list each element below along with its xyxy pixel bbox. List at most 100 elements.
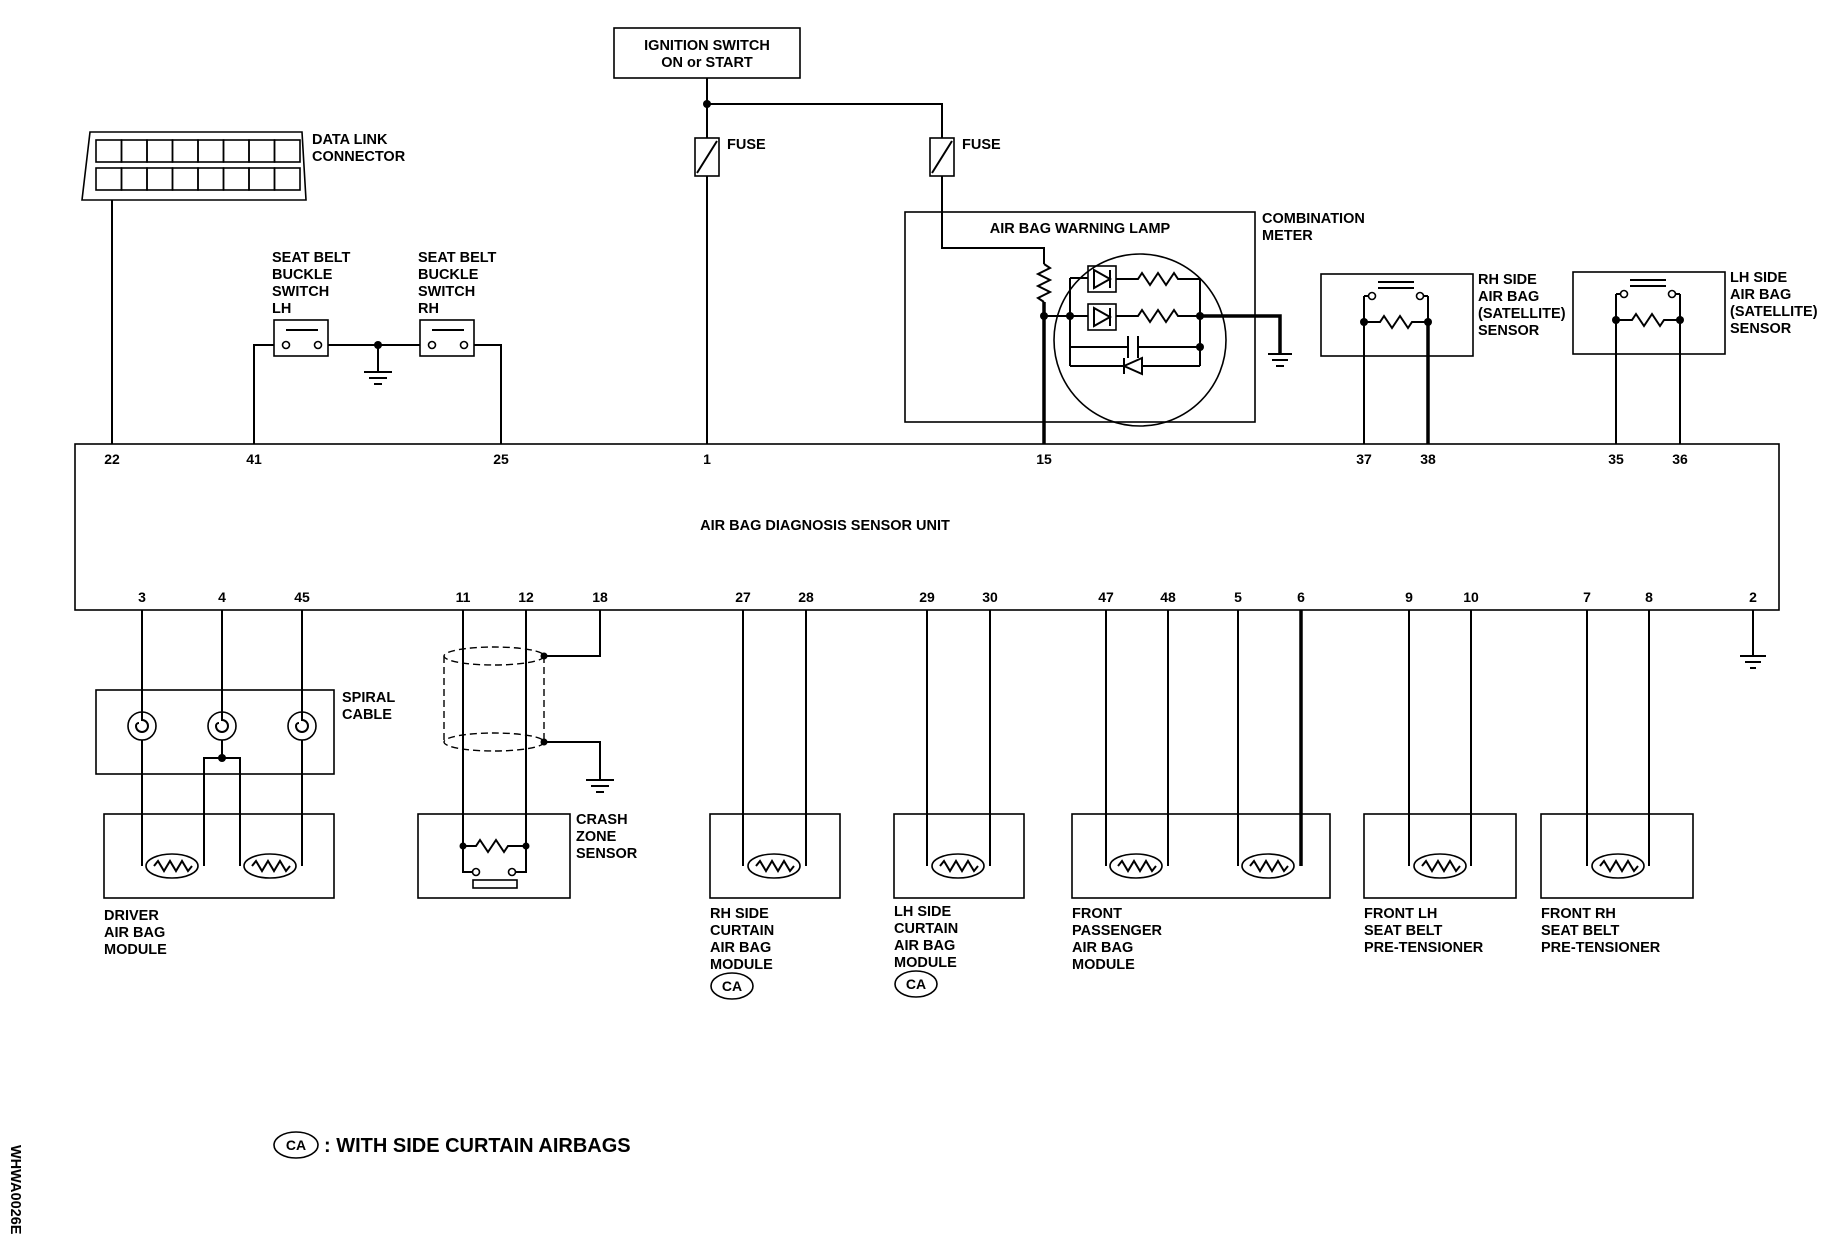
pin-bottom: 9 (1405, 589, 1413, 605)
seat-belt-switch-lh: SEAT BELT BUCKLE SWITCH LH (272, 250, 351, 357)
pin-top: 25 (493, 451, 509, 467)
pin-bottom: 2 (1749, 589, 1757, 605)
ca-badge (894, 970, 938, 998)
passenger-label-3: AIR BAG (1072, 940, 1133, 956)
seat-belt-switch-rh-label-1: SEAT BELT (418, 250, 497, 266)
connector-cell (171, 139, 199, 163)
seat-belt-junction (374, 341, 382, 349)
spiral-output-wires (141, 740, 303, 866)
meter-junction-3 (1066, 312, 1074, 320)
lh-satellite-label-1: LH SIDE (1730, 270, 1788, 286)
combination-meter: AIR BAG WARNING LAMP COMBINATION METER (904, 211, 1365, 427)
ground-icon (1740, 610, 1766, 669)
shield-junction-2 (540, 738, 548, 746)
rh-satellite-label-2: AIR BAG (1478, 289, 1539, 305)
connector-cell (222, 139, 250, 163)
connector-cell (222, 167, 250, 191)
ca-badge-text: CA (906, 976, 926, 992)
shield-ground-wire (544, 610, 614, 793)
spiral-coil-icon (127, 711, 157, 741)
lh-side-curtain-module: LH SIDE CURTAIN AIR BAG MODULE CA (893, 813, 1025, 998)
rh-side-curtain-module: RH SIDE CURTAIN AIR BAG MODULE CA (709, 813, 841, 1000)
rh-curtain-label-2: CURTAIN (710, 923, 774, 939)
lh-pretensioner-label-2: SEAT BELT (1364, 923, 1443, 939)
pin-bottom: 12 (518, 589, 534, 605)
pin-bottom: 7 (1583, 589, 1591, 605)
lh-curtain-wires (926, 610, 991, 866)
spiral-cable-label-1: SPIRAL (342, 690, 395, 706)
fuse-right: FUSE (929, 137, 1001, 177)
ignition-switch-label-1: IGNITION SWITCH (644, 38, 770, 54)
pin-top: 37 (1356, 451, 1372, 467)
seat-belt-switch-lh-label-3: SWITCH (272, 284, 329, 300)
pin-bottom: 6 (1297, 589, 1305, 605)
seat-belt-switch-rh-label-4: RH (418, 301, 439, 317)
meter-junction-1 (1196, 312, 1204, 320)
lh-pretensioner-wires (1408, 610, 1472, 866)
meter-junction-2 (1196, 343, 1204, 351)
ignition-junction (703, 100, 711, 108)
rh-curtain-label-1: RH SIDE (710, 906, 769, 922)
lh-satellite-label-3: (SATELLITE) (1730, 304, 1818, 320)
diagnosis-sensor-unit: AIR BAG DIAGNOSIS SENSOR UNIT (74, 443, 1780, 611)
lh-pretensioner-label-1: FRONT LH (1364, 906, 1437, 922)
rh-pretensioner-label-1: FRONT RH (1541, 906, 1616, 922)
shield-junction-1 (540, 652, 548, 660)
combination-meter-label-1: COMBINATION (1262, 211, 1365, 227)
rh-pretensioner-wires (1586, 610, 1650, 866)
connector-cell (197, 139, 225, 163)
pin-bottom: 8 (1645, 589, 1653, 605)
pin-top: 38 (1420, 451, 1436, 467)
lh-curtain-label-3: AIR BAG (894, 938, 955, 954)
pin-top: 41 (246, 451, 262, 467)
lh-side-satellite-sensor: LH SIDE AIR BAG (SATELLITE) SENSOR (1572, 270, 1818, 355)
connector-cell (146, 167, 174, 191)
crash-zone-label-1: CRASH (576, 812, 628, 828)
squib-icon (145, 853, 199, 879)
passenger-label-4: MODULE (1072, 957, 1135, 973)
rh-satellite-label-3: (SATELLITE) (1478, 306, 1566, 322)
connector-cell (95, 139, 123, 163)
pin-top: 15 (1036, 451, 1052, 467)
passenger-label-2: PASSENGER (1072, 923, 1163, 939)
pin-top: 35 (1608, 451, 1624, 467)
connector-cell (120, 167, 148, 191)
squib-icon (1413, 853, 1467, 879)
driver-module-label-3: MODULE (104, 942, 167, 958)
pin-bottom: 47 (1098, 589, 1114, 605)
seat-belt-switch-lh-label-4: LH (272, 301, 291, 317)
rh-pretensioner-label-3: PRE-TENSIONER (1541, 940, 1661, 956)
connector-cell (171, 167, 199, 191)
crash-zone-sensor: CRASH ZONE SENSOR (417, 812, 638, 899)
driver-module-label-2: AIR BAG (104, 925, 165, 941)
passenger-wires (1105, 610, 1239, 866)
ca-badge (710, 972, 754, 1000)
rh-curtain-label-4: MODULE (710, 957, 773, 973)
seat-belt-switch-rh-label-2: BUCKLE (418, 267, 479, 283)
shielded-cable (443, 646, 545, 752)
pin-top: 22 (104, 451, 120, 467)
pin-bottom: 30 (982, 589, 998, 605)
legend: CA : WITH SIDE CURTAIN AIRBAGS (273, 1131, 631, 1159)
squib-icon (1109, 853, 1163, 879)
connector-cell (248, 139, 276, 163)
pin-top: 1 (703, 451, 711, 467)
ignition-switch: IGNITION SWITCH ON or START (613, 27, 801, 79)
diagnosis-sensor-unit-label: AIR BAG DIAGNOSIS SENSOR UNIT (700, 518, 950, 534)
rh-satellite-label-1: RH SIDE (1478, 272, 1537, 288)
ground-icon (364, 371, 392, 385)
front-lh-pretensioner: FRONT LH SEAT BELT PRE-TENSIONER (1363, 813, 1517, 956)
front-passenger-module: FRONT PASSENGER AIR BAG MODULE (1071, 813, 1331, 973)
pin-bottom: 45 (294, 589, 310, 605)
seat-belt-switch-lh-label-1: SEAT BELT (272, 250, 351, 266)
connector-cell (248, 167, 276, 191)
connector-cell (95, 167, 123, 191)
lh-sat-to-pins-wire (1615, 320, 1681, 444)
seat-belt-switch-wires (253, 344, 502, 444)
pin-bottom: 4 (218, 589, 226, 605)
lh-pretensioner-label-3: PRE-TENSIONER (1364, 940, 1484, 956)
seat-belt-switch-rh-label-3: SWITCH (418, 284, 475, 300)
connector-cell (146, 139, 174, 163)
pin-top: 36 (1672, 451, 1688, 467)
fuse-left: FUSE (694, 137, 766, 177)
